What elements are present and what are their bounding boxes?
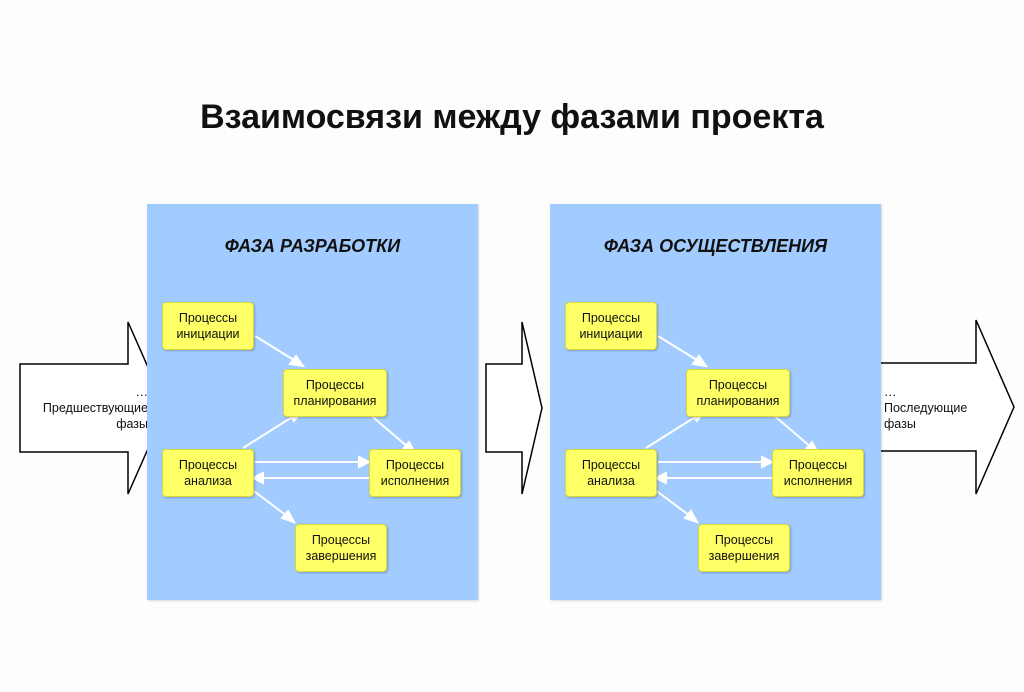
previous-phases-label: … Предшествующие фазы (42, 385, 148, 431)
phase-title: ФАЗА ОСУЩЕСТВЛЕНИЯ (603, 236, 828, 256)
phase-title: ФАЗА РАЗРАБОТКИ (224, 236, 401, 256)
link-planning-execution (769, 411, 813, 449)
link-analysis-planning (645, 413, 701, 449)
next-phases-label: … Последующие фазы (884, 385, 968, 431)
next-phases-arrow (867, 319, 1015, 495)
diagram-title: Взаимосвязи между фазами проекта (200, 98, 824, 136)
link-initiation-planning (657, 335, 701, 363)
link-planning-execution (366, 411, 410, 449)
phase-transition-arrow (485, 321, 543, 495)
link-initiation-planning (254, 335, 298, 363)
link-analysis-planning (242, 413, 298, 449)
